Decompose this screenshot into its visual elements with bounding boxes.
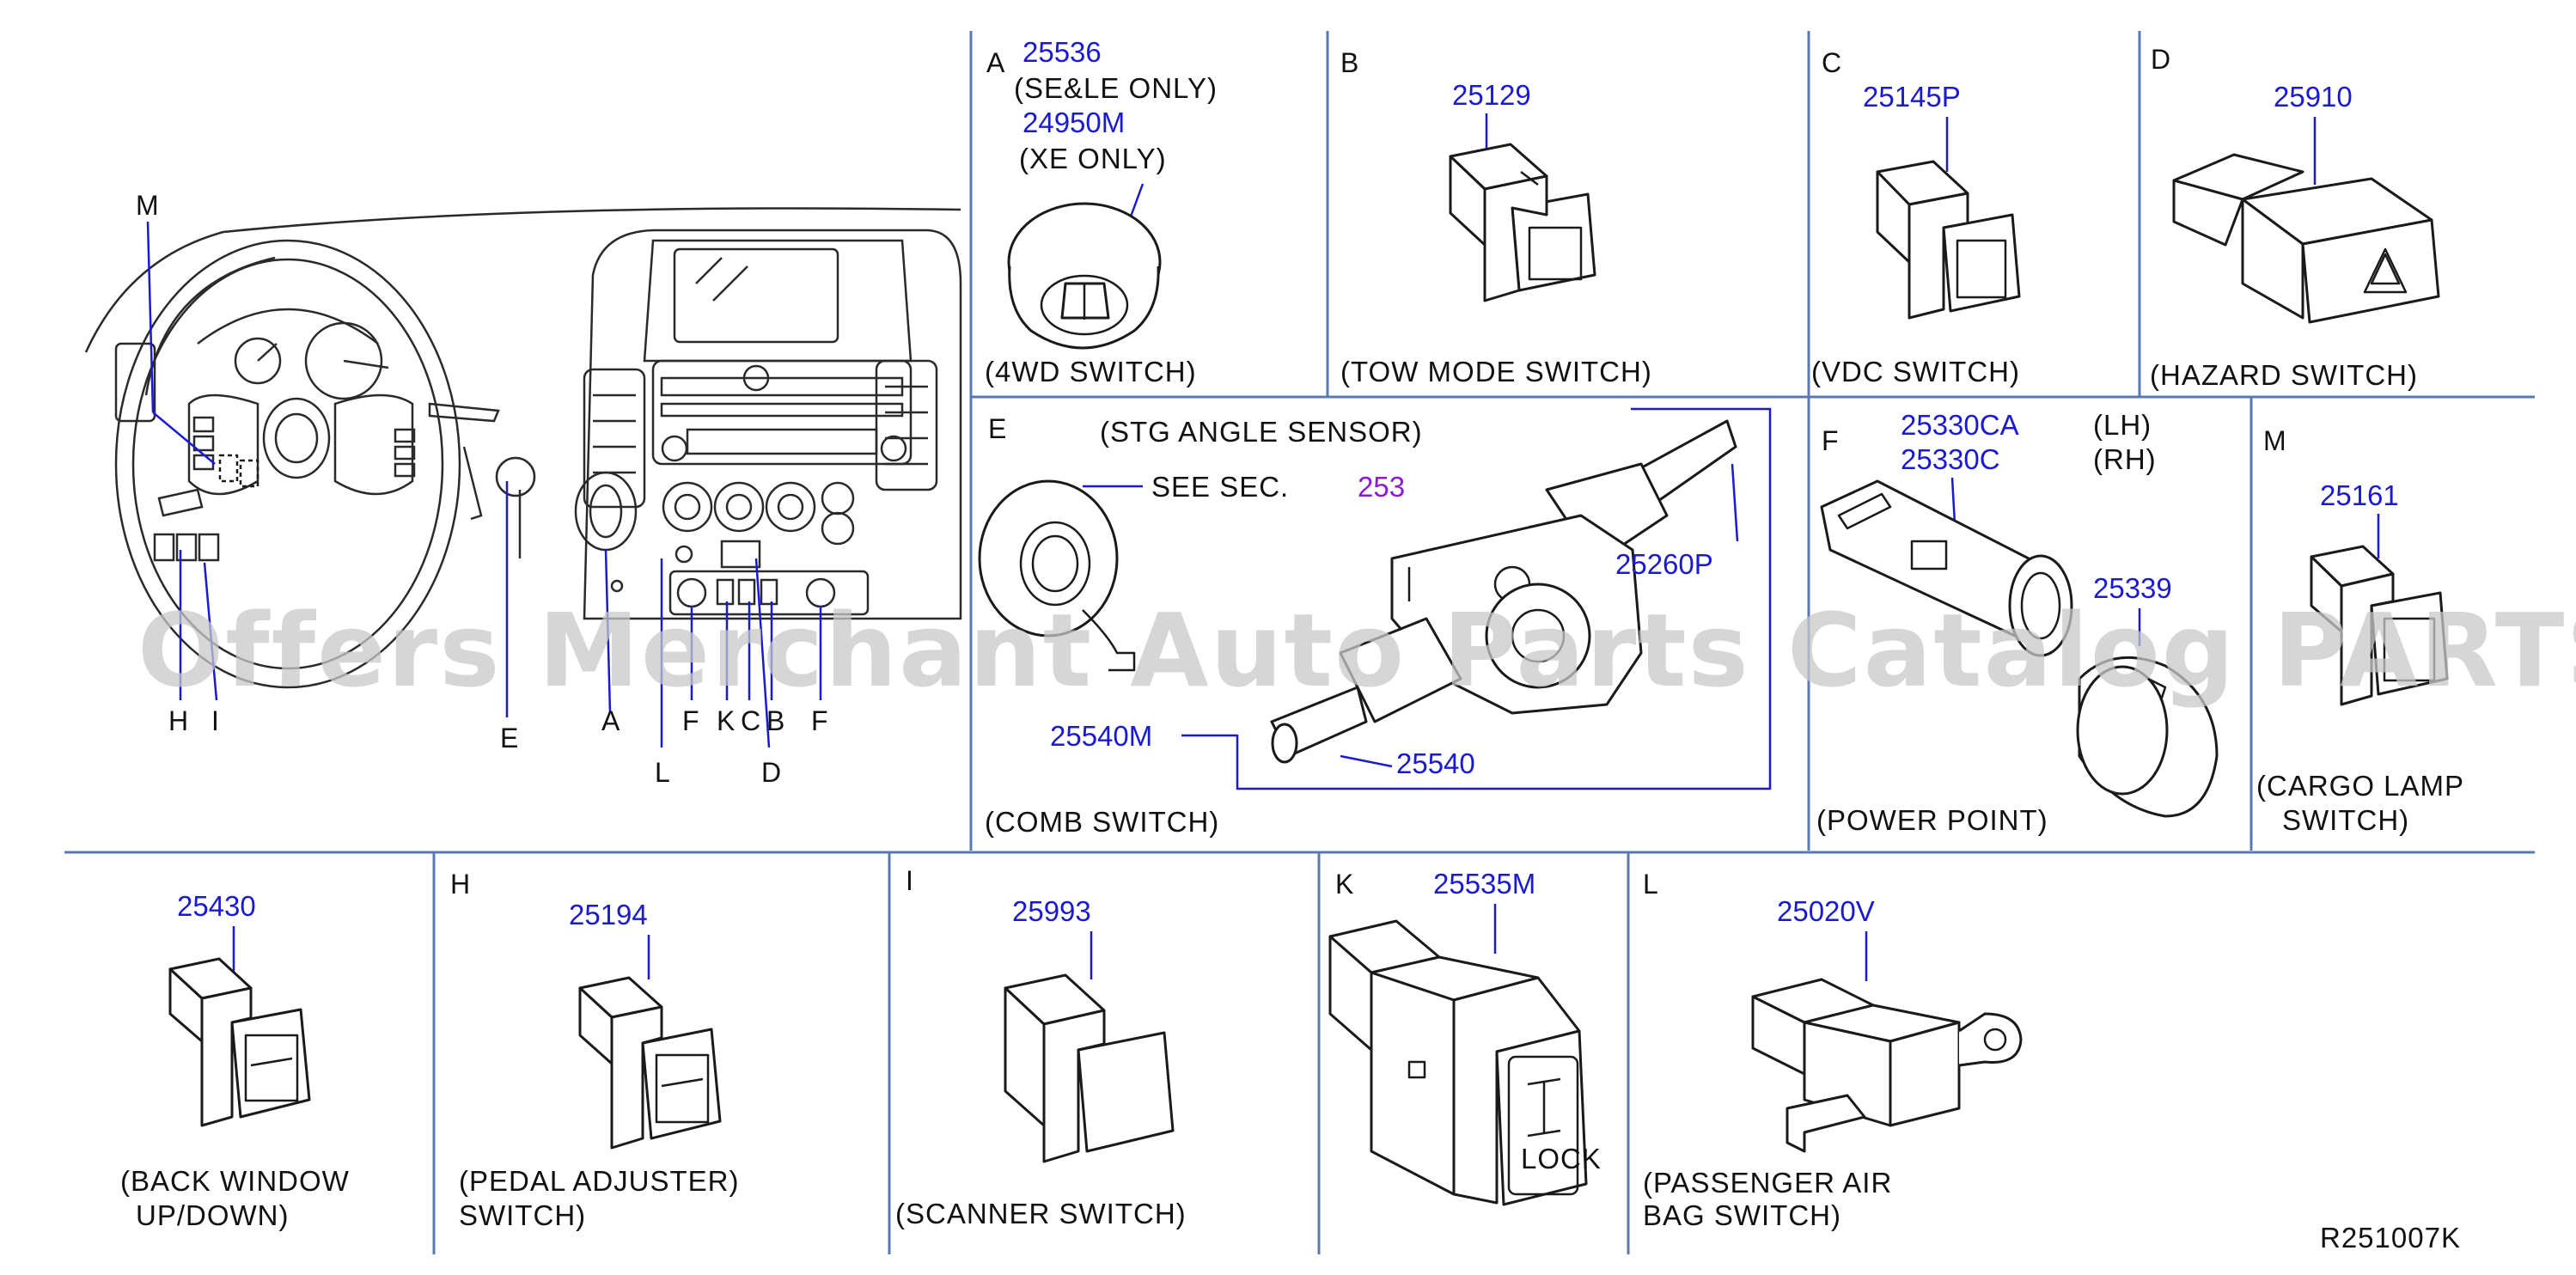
dashboard-overview: M H I E A L F K C B F D <box>84 190 962 788</box>
callout-E: E <box>500 723 518 753</box>
part-number-25536[interactable]: 25536 <box>1022 36 1102 68</box>
tow-mode-switch-drawing <box>1449 143 1596 302</box>
panel-e-caption: (COMB SWITCH) <box>985 806 1219 838</box>
panel-c-caption: (VDC SWITCH) <box>1811 356 2020 387</box>
panel-i-caption: (SCANNER SWITCH) <box>895 1198 1187 1229</box>
back-window-switch-drawing <box>168 957 311 1127</box>
part-number-25129[interactable]: 25129 <box>1452 79 1531 111</box>
panel-d-caption: (HAZARD SWITCH) <box>2150 359 2418 391</box>
panel-back-window-switch: 25430 (BACK WINDOW UP/DOWN) <box>120 890 350 1231</box>
part-number-25161[interactable]: 25161 <box>2320 479 2399 511</box>
part-number-25194[interactable]: 25194 <box>569 899 648 930</box>
4wd-switch-drawing <box>1007 202 1162 350</box>
panel-l-caption-2: BAG SWITCH) <box>1643 1199 1841 1231</box>
panel-e-letter: E <box>988 413 1006 444</box>
panel-f-side-lh: (LH) <box>2093 409 2152 441</box>
panel-k-lock-switch: K 25535M LOCK <box>1328 868 1602 1206</box>
part-number-25540M[interactable]: 25540M <box>1050 720 1152 752</box>
panel-back-window-caption-2: UP/DOWN) <box>136 1199 289 1231</box>
panel-l-passenger-airbag-switch: L 25020V (PASSENGER AIR BAG SWITCH) <box>1643 869 2023 1231</box>
panel-a-4wd-switch: A 25536 (SE&LE ONLY) 24950M (XE ONLY) (4… <box>985 36 1218 387</box>
watermark-text: Offers Merchant Auto Parts Catalog PARTS… <box>137 591 2576 710</box>
callout-A: A <box>601 705 620 736</box>
panel-f-letter: F <box>1822 425 1839 456</box>
part-number-25339[interactable]: 25339 <box>2093 572 2172 604</box>
vdc-switch-drawing <box>1876 160 2021 320</box>
part-number-25260P[interactable]: 25260P <box>1615 548 1713 580</box>
panel-b-tow-mode-switch: B 25129 (TOW MODE SWITCH) <box>1340 47 1652 387</box>
diagram-reference-code: R251007K <box>2320 1222 2461 1254</box>
part-number-24950M[interactable]: 24950M <box>1022 107 1125 138</box>
part-number-25430[interactable]: 25430 <box>177 890 256 922</box>
panel-c-letter: C <box>1822 47 1841 78</box>
panel-a-note-1: (SE&LE ONLY) <box>1014 72 1218 104</box>
panel-c-vdc-switch: C 25145P (VDC SWITCH) <box>1811 47 2021 387</box>
part-number-25535M[interactable]: 25535M <box>1433 868 1535 900</box>
panel-d-letter: D <box>2151 44 2170 75</box>
panel-m-cargo-lamp-switch: M 25161 (CARGO LAMP SWITCH) <box>2256 425 2464 836</box>
panel-back-window-caption-1: (BACK WINDOW <box>120 1165 350 1197</box>
panel-i-scanner-switch: I 25993 (SCANNER SWITCH) <box>895 865 1187 1229</box>
panel-f-side-rh: (RH) <box>2093 443 2157 475</box>
panel-m-caption-2: SWITCH) <box>2282 804 2409 836</box>
power-point-socket-drawing <box>1820 479 2073 657</box>
panel-d-hazard-switch: D 25910 (HAZARD SWITCH) <box>2150 44 2440 391</box>
panel-m-letter: M <box>2263 425 2286 456</box>
panel-f-power-point: F 25330CA 25330C (LH) (RH) 25339 (POWER … <box>1816 409 2219 836</box>
panel-h-letter: H <box>450 869 470 900</box>
panel-b-caption: (TOW MODE SWITCH) <box>1340 356 1652 387</box>
passenger-airbag-switch-drawing <box>1751 978 2023 1153</box>
panel-m-caption-1: (CARGO LAMP <box>2256 770 2464 802</box>
lock-switch-drawing: LOCK <box>1328 919 1602 1206</box>
callout-F-right: F <box>811 705 828 736</box>
callout-H: H <box>168 705 188 736</box>
part-number-25330CA[interactable]: 25330CA <box>1901 409 2019 441</box>
part-number-25540[interactable]: 25540 <box>1396 747 1475 779</box>
panel-grid <box>64 31 2535 1254</box>
cargo-lamp-switch-drawing <box>2310 545 2449 706</box>
panel-e-see-sec: SEE SEC. <box>1151 471 1289 503</box>
panel-h-pedal-adjuster-switch: H 25194 (PEDAL ADJUSTER) SWITCH) <box>450 869 740 1231</box>
callout-F-left: F <box>682 705 699 736</box>
lock-symbol-text: LOCK <box>1521 1143 1602 1174</box>
hazard-switch-drawing <box>2172 153 2440 324</box>
panel-l-caption-1: (PASSENGER AIR <box>1643 1167 1892 1199</box>
scanner-switch-drawing <box>1004 973 1175 1163</box>
steering-wheel <box>114 239 461 689</box>
part-number-25993[interactable]: 25993 <box>1012 895 1091 927</box>
callout-B: B <box>766 705 784 736</box>
pedal-adjuster-switch-drawing <box>578 976 722 1150</box>
part-number-25020V[interactable]: 25020V <box>1777 895 1875 927</box>
panel-h-caption-1: (PEDAL ADJUSTER) <box>459 1165 740 1197</box>
part-number-25145P[interactable]: 25145P <box>1863 81 1961 113</box>
panel-f-caption: (POWER POINT) <box>1816 804 2048 836</box>
power-point-cap-drawing <box>2076 656 2219 818</box>
panel-a-letter: A <box>986 47 1005 78</box>
callout-M: M <box>136 190 159 221</box>
panel-e-sensor-label: (STG ANGLE SENSOR) <box>1100 416 1423 448</box>
panel-a-note-2: (XE ONLY) <box>1019 143 1167 174</box>
callout-K: K <box>717 705 735 736</box>
callout-C: C <box>741 705 760 736</box>
panel-i-letter: I <box>906 865 913 896</box>
callout-L: L <box>655 757 670 788</box>
callout-D: D <box>761 757 781 788</box>
steering-angle-sensor-drawing <box>978 479 1136 672</box>
callout-I: I <box>211 705 219 736</box>
panel-e-comb-switch: E (STG ANGLE SENSOR) SEE SEC. 253 2526 <box>978 407 1772 838</box>
panel-b-letter: B <box>1340 47 1358 78</box>
part-number-25910[interactable]: 25910 <box>2274 81 2353 113</box>
part-number-25330C[interactable]: 25330C <box>1901 443 2000 475</box>
section-reference-253[interactable]: 253 <box>1358 471 1405 503</box>
panel-l-letter: L <box>1643 869 1658 900</box>
panel-a-caption: (4WD SWITCH) <box>985 356 1197 387</box>
panel-h-caption-2: SWITCH) <box>459 1199 586 1231</box>
panel-k-letter: K <box>1335 869 1353 900</box>
combination-switch-drawing <box>1270 419 1737 764</box>
